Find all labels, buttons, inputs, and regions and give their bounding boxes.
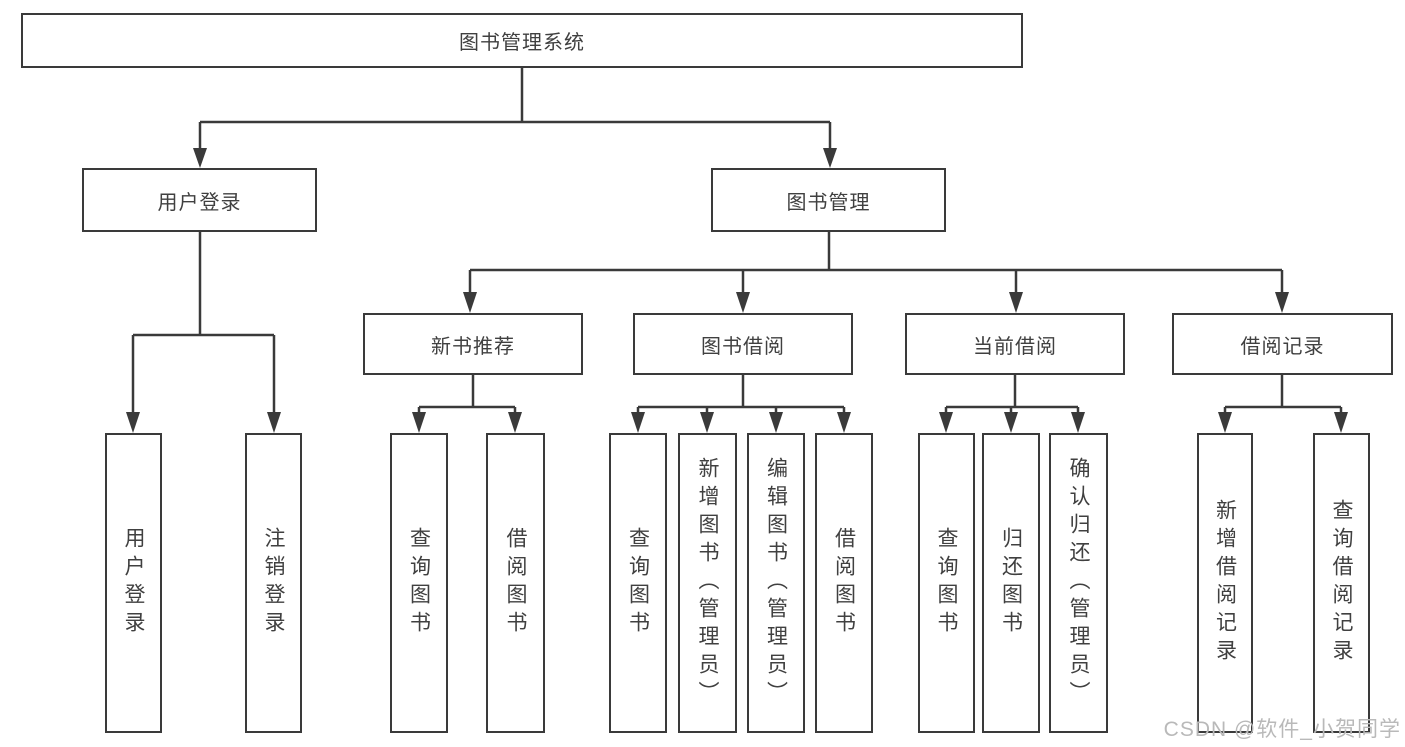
edges-book-management (463, 232, 1289, 313)
leaf-logout: 注销登录 (245, 433, 302, 733)
node-book-borrow: 图书借阅 (633, 313, 853, 375)
leaf-edit-book-admin: 编辑图书（管理员） (747, 433, 805, 733)
leaf-query-borrow-record: 查询借阅记录 (1313, 433, 1370, 733)
node-library-system: 图书管理系统 (21, 13, 1023, 68)
leaf-add-borrow-record: 新增借阅记录 (1197, 433, 1253, 733)
leaf-query-book-1: 查询图书 (390, 433, 448, 733)
leaf-query-book-3: 查询图书 (918, 433, 975, 733)
leaf-query-book-2: 查询图书 (609, 433, 667, 733)
edges-new-book (412, 375, 522, 433)
leaf-borrow-book-1: 借阅图书 (486, 433, 545, 733)
edges-user-login (126, 232, 281, 433)
node-user-login: 用户登录 (82, 168, 317, 232)
edges-current-borrow (939, 375, 1085, 433)
leaf-confirm-return-admin: 确认归还（管理员） (1049, 433, 1108, 733)
node-new-book-recommend: 新书推荐 (363, 313, 583, 375)
leaf-borrow-book-2: 借阅图书 (815, 433, 873, 733)
edges-root (193, 68, 837, 168)
node-current-borrow: 当前借阅 (905, 313, 1125, 375)
csdn-watermark: CSDN @软件_小贺同学 (1163, 718, 1401, 741)
edges-borrow-record (1218, 375, 1348, 433)
leaf-add-book-admin: 新增图书（管理员） (678, 433, 737, 733)
edges-book-borrow (631, 375, 851, 433)
node-borrow-record: 借阅记录 (1172, 313, 1393, 375)
leaf-return-book: 归还图书 (982, 433, 1040, 733)
leaf-user-login: 用户登录 (105, 433, 162, 733)
node-book-management: 图书管理 (711, 168, 946, 232)
